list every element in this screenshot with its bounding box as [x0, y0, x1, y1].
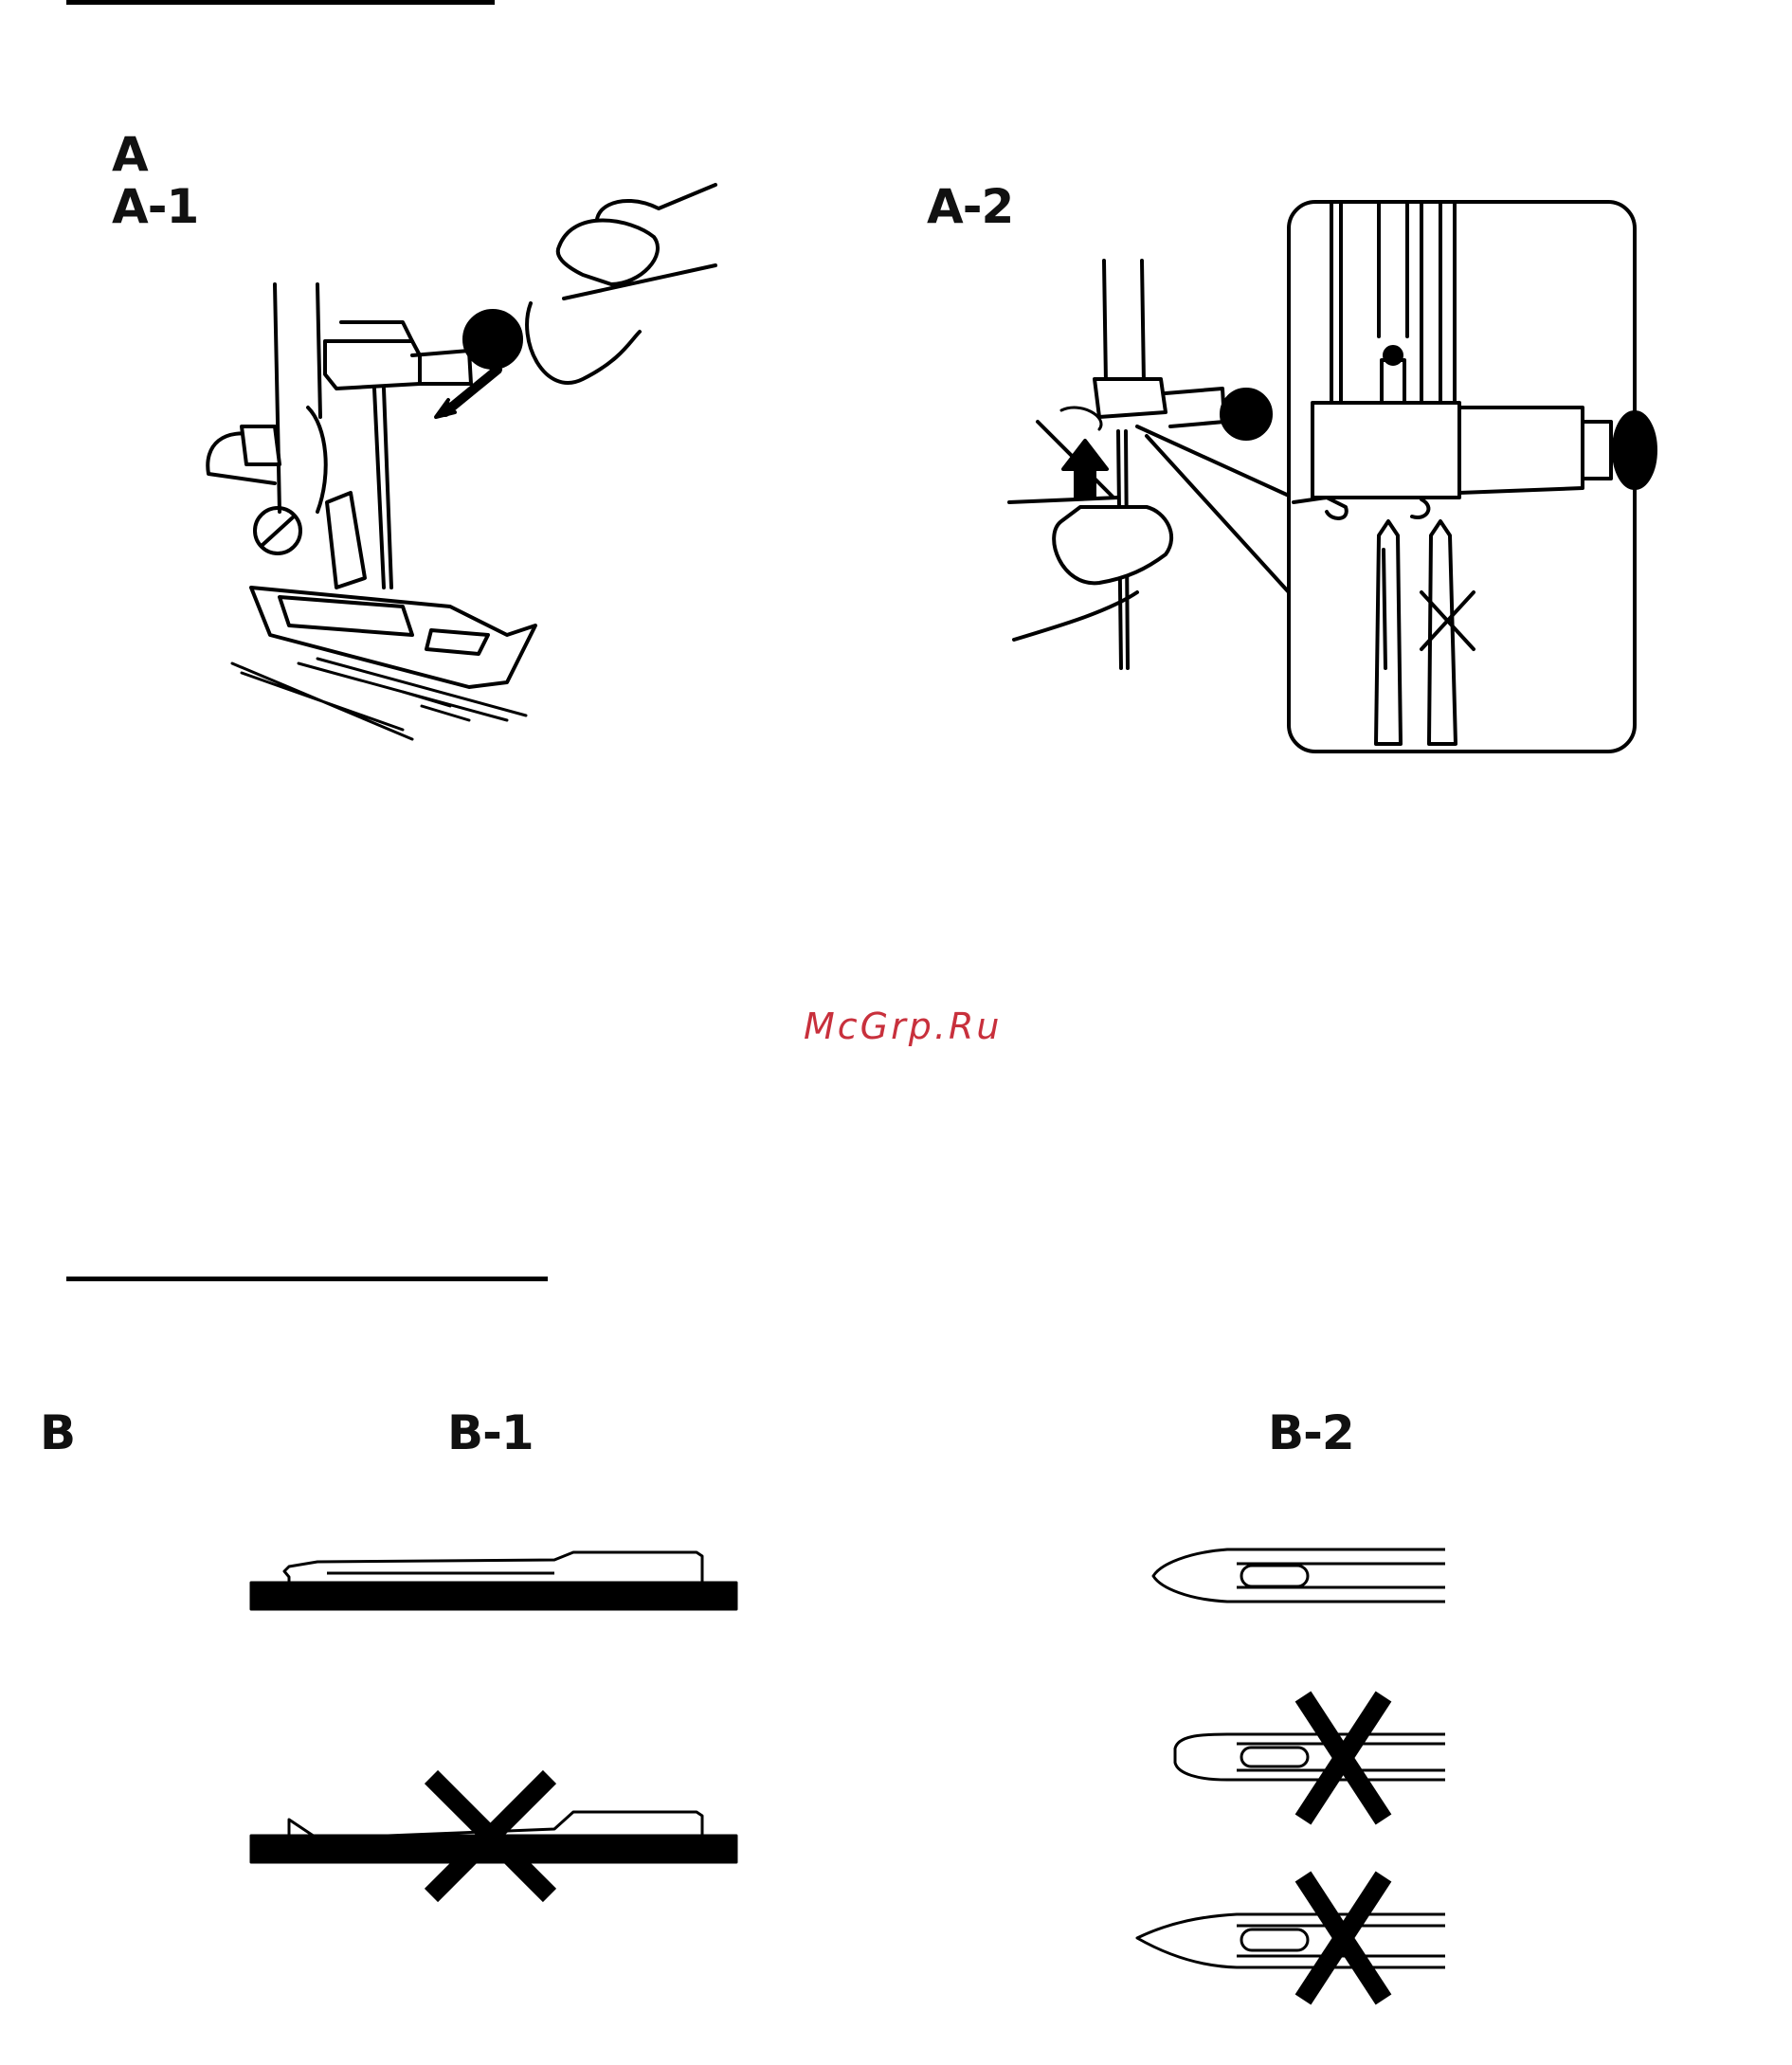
- figure-label-b2: B-2: [1268, 1409, 1354, 1457]
- needle-flat-side-check-icon: [251, 1535, 744, 1905]
- figure-label-a2: A-2: [927, 183, 1013, 230]
- watermark-text: McGrp.Ru: [804, 1008, 1002, 1044]
- section-rule-middle: [66, 1277, 548, 1281]
- sewing-machine-needle-insert-icon: [185, 190, 772, 701]
- section-label-a: A: [112, 131, 148, 178]
- figure-label-b1: B-1: [447, 1409, 534, 1457]
- needle-threader-detail-icon: [1005, 194, 1687, 763]
- needle-point-check-icon: [1132, 1535, 1474, 2038]
- section-rule-top: [66, 0, 495, 5]
- section-label-b: B: [40, 1409, 75, 1457]
